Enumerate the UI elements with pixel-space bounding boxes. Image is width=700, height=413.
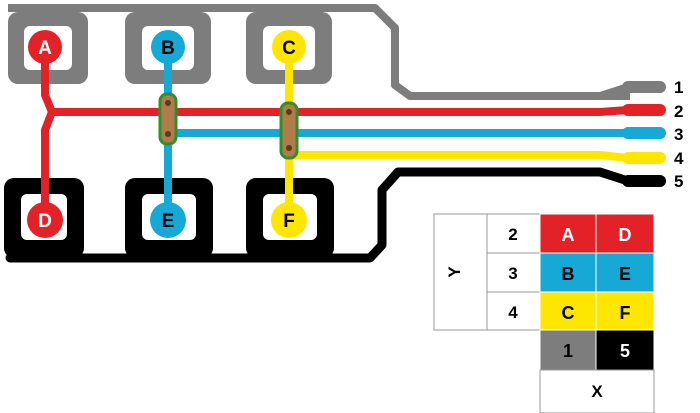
row-label-3: 3 [508, 264, 517, 283]
pin-label-5: 5 [674, 172, 683, 191]
button-c[interactable] [272, 30, 306, 64]
cell-b-label: B [562, 264, 575, 284]
button-d[interactable] [27, 202, 63, 238]
pin-label-2: 2 [674, 102, 683, 121]
jumper-bridge-b [158, 92, 178, 146]
row-label-4: 4 [508, 303, 518, 322]
pin-label-3: 3 [674, 125, 683, 144]
button-f-label: F [283, 211, 295, 232]
cell-a-label: A [562, 225, 575, 245]
x-cell-5 [595, 329, 655, 371]
y-axis-label: Y [445, 266, 464, 278]
blue-trace [164, 47, 660, 220]
button-e-label: E [162, 211, 175, 232]
button-e[interactable] [150, 202, 186, 238]
jumper-bridge-c [279, 101, 299, 160]
matrix-table: Y 2 3 4 A D B E C F 1 5 X [433, 213, 655, 413]
button-f[interactable] [271, 202, 307, 238]
x-value-1: 1 [563, 341, 573, 361]
cell-d-label: D [619, 225, 632, 245]
cell-b [539, 252, 597, 293]
cell-c-label: C [562, 303, 575, 323]
cell-c [539, 291, 597, 331]
cell-d [595, 213, 655, 254]
gray-trace-bend [598, 83, 630, 100]
pin-label-1: 1 [674, 78, 683, 97]
button-c-label: C [282, 38, 296, 59]
button-d-label: D [38, 211, 52, 232]
button-b-label: B [161, 38, 175, 59]
x-axis-label: X [591, 382, 603, 401]
cell-e-label: E [619, 264, 631, 284]
row-label-2: 2 [508, 225, 517, 244]
button-a[interactable] [28, 30, 62, 64]
button-b[interactable] [151, 30, 185, 64]
cell-f-label: F [620, 303, 631, 323]
gray-trace-outline [8, 4, 630, 100]
cell-f [595, 291, 655, 331]
x-value-5: 5 [620, 341, 630, 361]
button-a-label: A [38, 38, 52, 59]
cell-e [595, 252, 655, 293]
pin-label-4: 4 [674, 149, 684, 168]
